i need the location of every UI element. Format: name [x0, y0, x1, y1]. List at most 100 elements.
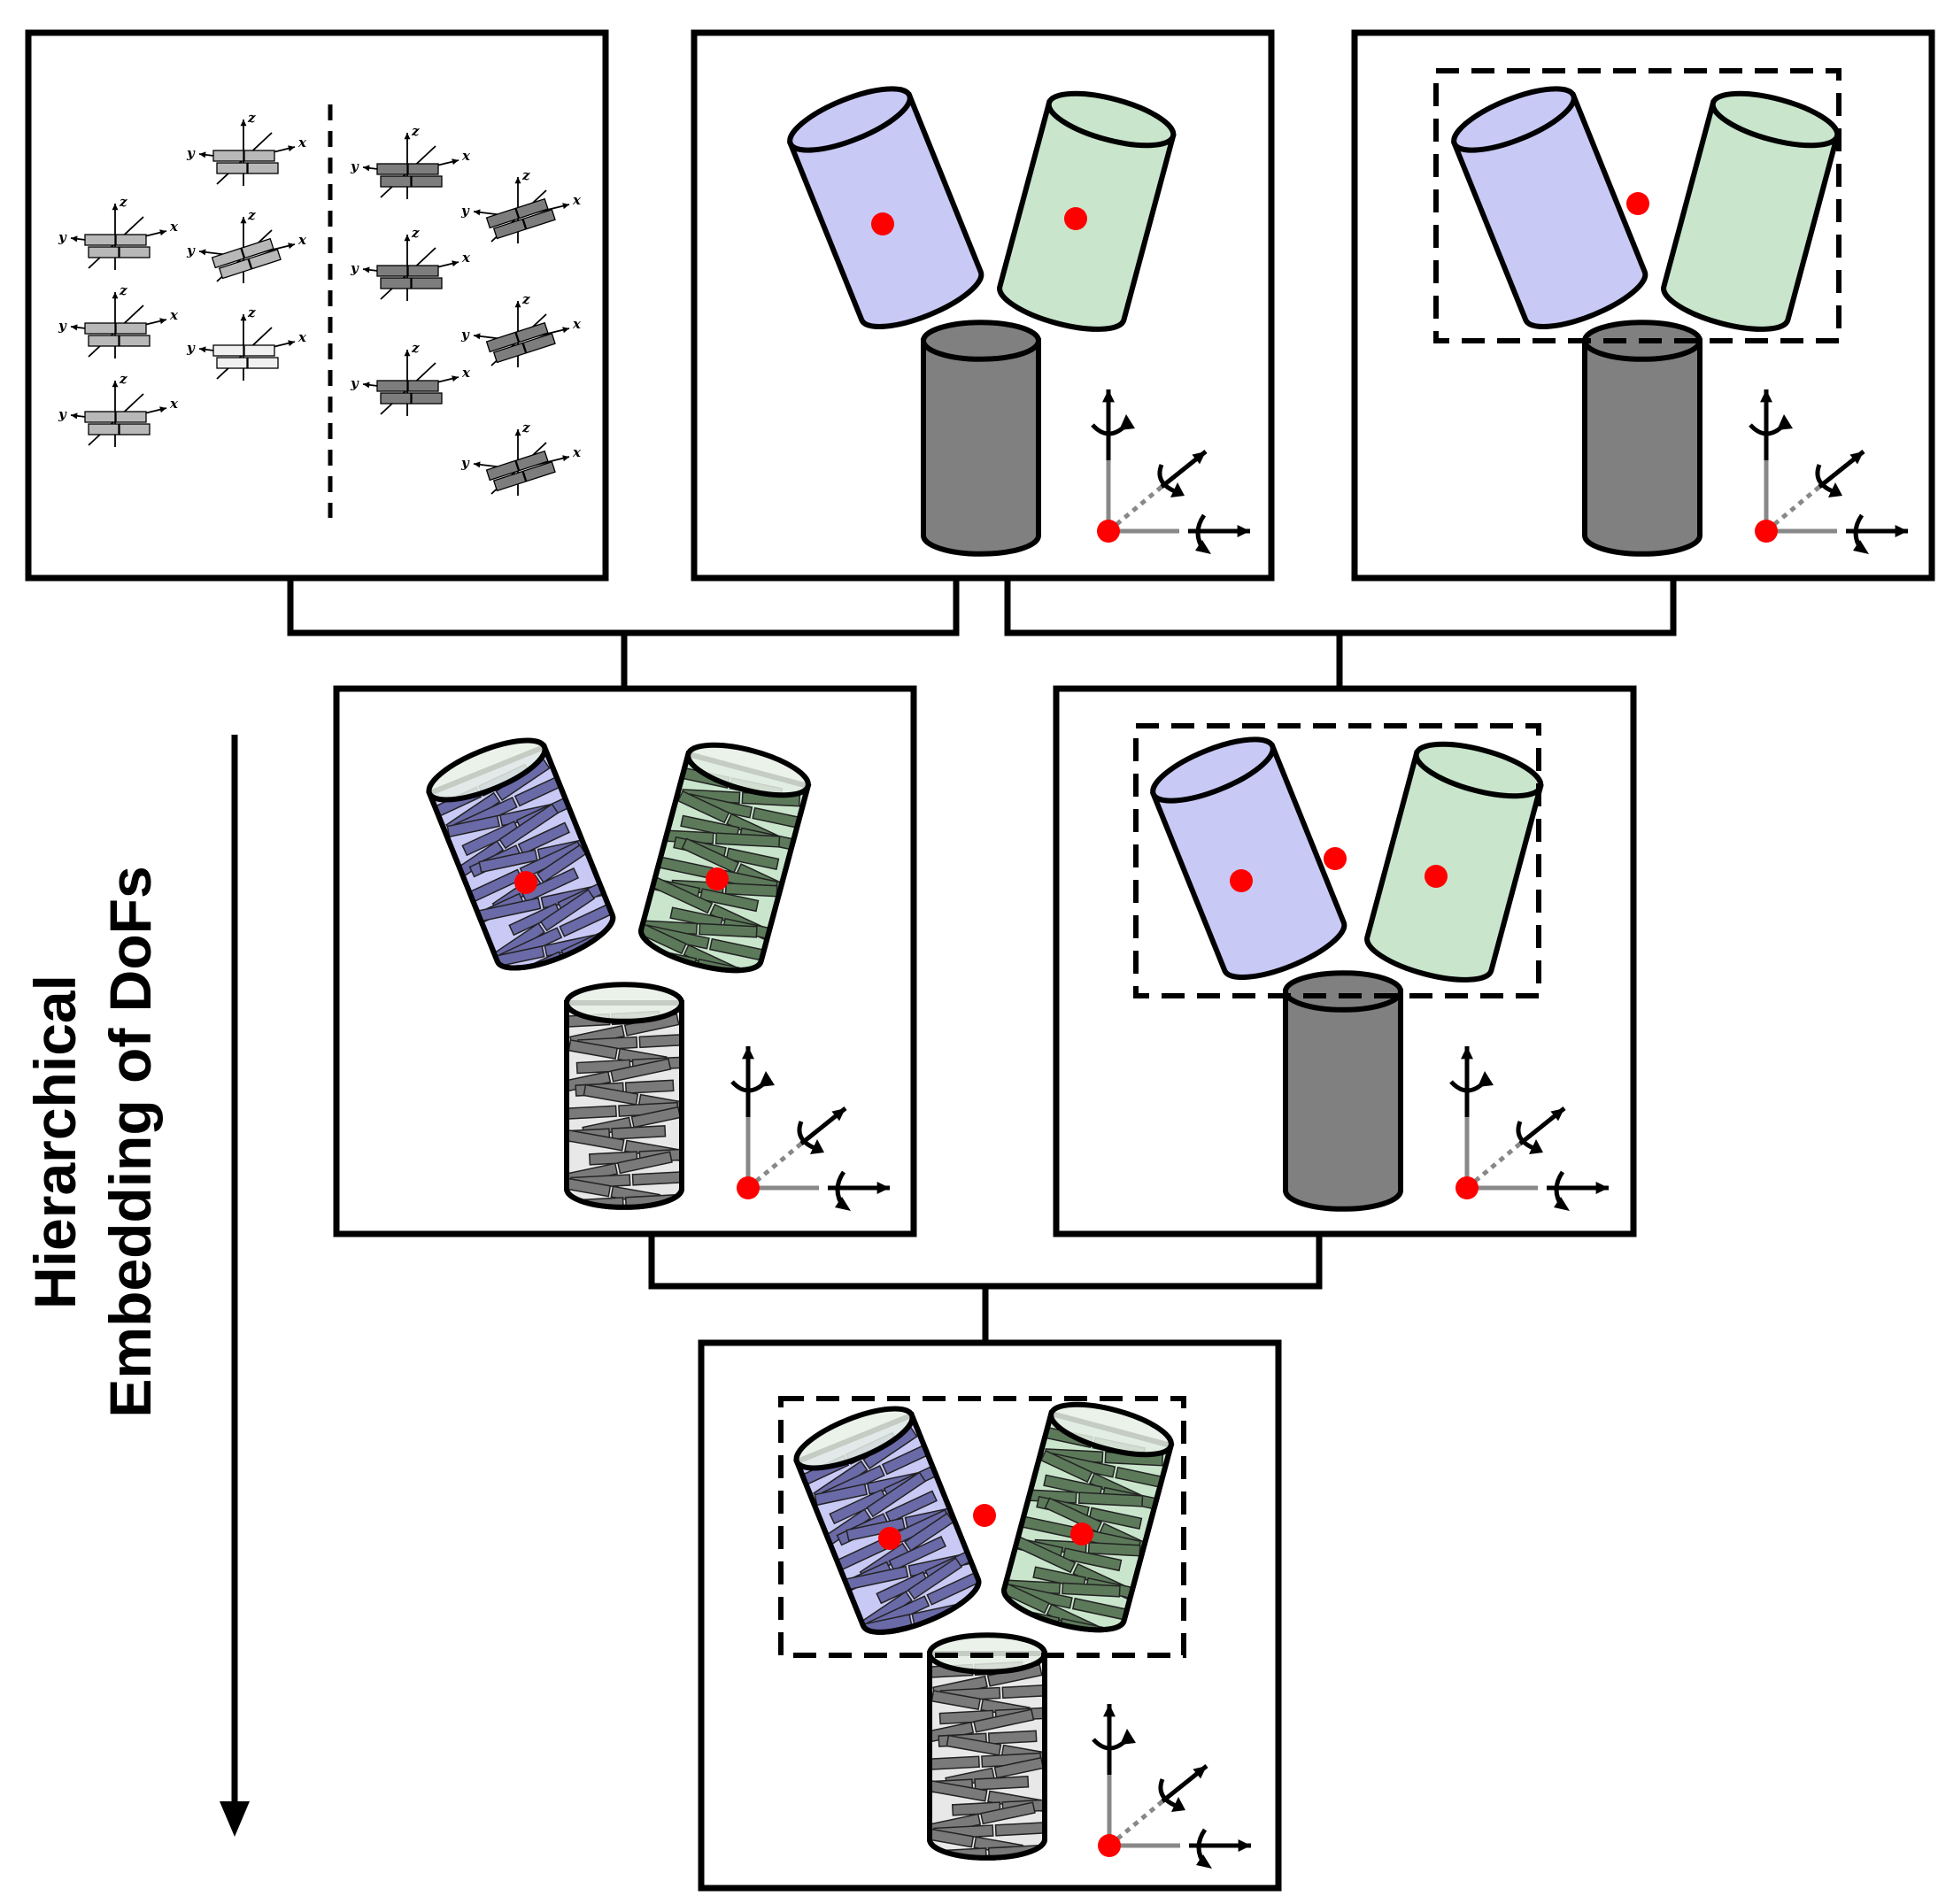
cylinder-body [1450, 91, 1648, 329]
mini-blocks [485, 450, 556, 492]
mini-block [218, 258, 252, 280]
mini-block [492, 218, 527, 240]
mini-block [84, 234, 116, 246]
block-piece [478, 849, 538, 874]
translate-x-arrow-head [1237, 525, 1250, 537]
mini-axes-icon: xyz [350, 225, 471, 301]
block-piece [638, 1033, 682, 1049]
rotate-x-arc-head [1554, 1197, 1570, 1211]
block-piece [973, 1708, 1035, 1733]
cylinder-body [1582, 338, 1703, 557]
center-of-mass-dot [878, 1527, 901, 1550]
block-piece [611, 1125, 667, 1140]
rotate-y-arc [1157, 464, 1177, 494]
mini-y-axis-head [71, 235, 78, 243]
block-piece [699, 922, 758, 938]
axis-letter-z: z [247, 207, 256, 223]
mini-x-axis-head [452, 260, 459, 267]
block-piece [680, 814, 740, 839]
mini-block [211, 247, 245, 269]
mini-y-axis-head [363, 266, 370, 274]
rotate-y-arc-head [1170, 482, 1185, 497]
cylinder-body [1364, 750, 1544, 983]
mini-x-axis-head [452, 375, 459, 382]
mini-block [411, 277, 443, 289]
panel-rigid-objects [691, 29, 1275, 582]
coordinate-frame-icon [1449, 1046, 1609, 1211]
mini-block [115, 322, 147, 335]
translate-z-arrow-head [742, 1046, 754, 1060]
mini-axes-icon: xyz [186, 304, 307, 381]
hierarchy-arrow-head [220, 1801, 250, 1837]
cylinder-body [786, 91, 984, 329]
cylinder-top [1451, 86, 1577, 153]
block-piece [699, 888, 760, 913]
block-piece [987, 1730, 1038, 1745]
translate-x-arrow-head [1238, 1839, 1251, 1852]
axis-letter-x: x [461, 250, 471, 266]
rotate-y-arc [1516, 1121, 1535, 1151]
axis-letter-z: z [521, 291, 530, 307]
axis-letter-y: y [186, 340, 196, 356]
mini-x-axis-head [288, 145, 295, 152]
mini-block [212, 344, 244, 357]
group-bounding-box [1433, 68, 1841, 343]
blue-cylinder [1149, 736, 1347, 980]
block-piece [517, 821, 570, 855]
cylinder-top [1048, 1401, 1174, 1458]
group-bounding-box [778, 1396, 1186, 1658]
mini-y-axis-head [199, 151, 206, 158]
mini-y-axis-head [71, 324, 78, 331]
group-bounding-box [1133, 723, 1541, 998]
tree-connectors [287, 578, 1677, 1343]
mini-z-axis-head [112, 292, 119, 299]
mini-axes-icon: xyz [186, 110, 307, 186]
block-piece [446, 814, 501, 838]
panel-grouped-block-objects [698, 1339, 1282, 1892]
sidebar: Hierarchical Embedding of DoFs [22, 735, 250, 1837]
mini-y-axis-head [199, 346, 206, 353]
mini-block [88, 423, 120, 436]
axis-letter-z: z [247, 304, 256, 320]
gray-cylinder [921, 320, 1041, 557]
mini-block [515, 321, 549, 343]
blue-cylinder [1450, 86, 1648, 329]
green-block-cylinder [636, 742, 812, 981]
translate-x-arrow-head [876, 1182, 890, 1194]
block-piece [974, 1776, 1030, 1791]
cylinder-body [1661, 99, 1841, 332]
mini-block [243, 150, 275, 162]
axis-letter-z: z [247, 110, 256, 126]
axis-letter-y: y [460, 203, 470, 219]
axis-letter-y: y [186, 145, 196, 161]
mini-block [241, 237, 274, 259]
mini-block [247, 357, 279, 369]
block-piece [930, 1779, 988, 1802]
cylinder-top [793, 1406, 915, 1471]
block-piece [994, 1821, 1045, 1837]
block-piece [930, 1755, 980, 1771]
mini-block [84, 411, 116, 423]
center-of-mass-dot [1070, 1522, 1093, 1546]
mini-block [485, 459, 520, 482]
block-piece [537, 844, 587, 883]
rotate-x-arc-head [1196, 1854, 1212, 1869]
mini-block [119, 246, 151, 258]
mini-y-axis-head [474, 461, 481, 468]
block-piece [521, 867, 580, 904]
mini-block [407, 265, 439, 277]
rotate-y-arc-head [810, 1139, 824, 1154]
mini-axes-icon: xyz [460, 420, 582, 496]
rotate-y-arc-head [1171, 1797, 1185, 1812]
mini-block [407, 163, 439, 175]
axis-letter-y: y [350, 260, 359, 276]
axis-letter-y: y [58, 229, 67, 245]
block-piece [1043, 1474, 1103, 1499]
mini-axes-icon: xyz [186, 207, 307, 283]
axis-letter-x: x [572, 316, 582, 332]
mini-block [380, 277, 412, 289]
cylinder-body [1149, 742, 1347, 980]
mini-blocks [212, 344, 279, 369]
green-cylinder [1364, 741, 1544, 983]
